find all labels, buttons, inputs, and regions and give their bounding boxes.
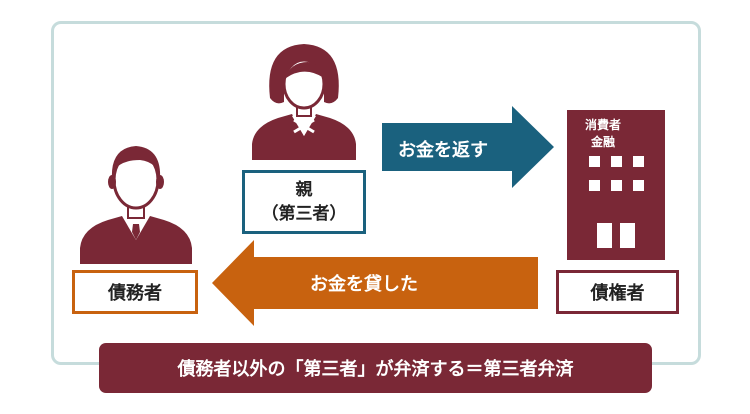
parent-label-line2: （第三者） (261, 204, 347, 224)
lend-arrow-label: お金を貸した (310, 274, 418, 295)
building-label-line1: 消費者 (584, 118, 621, 132)
building-window (611, 180, 622, 191)
male-person-icon (80, 146, 192, 264)
building-window (633, 180, 644, 191)
building-window (633, 156, 644, 167)
building-label: 消費者 金融 (567, 117, 639, 151)
repay-arrow-label: お金を返す (398, 140, 488, 161)
repay-arrow (382, 106, 554, 188)
creditor-label: 債権者 (556, 270, 679, 314)
lend-arrow (212, 240, 538, 326)
building-icon: 消費者 金融 (567, 110, 665, 260)
building-door (620, 223, 635, 248)
summary-banner: 債務者以外の「第三者」が弁済する＝第三者弁済 (99, 343, 652, 393)
building-door (597, 223, 612, 248)
debtor-label: 債務者 (72, 270, 198, 314)
building-window (589, 180, 600, 191)
building-window (589, 156, 600, 167)
parent-label-line1: 親 (295, 180, 313, 200)
building-label-line2: 金融 (590, 135, 615, 149)
parent-label: 親 （第三者） (242, 170, 366, 234)
female-person-icon (252, 44, 356, 160)
building-window (611, 156, 622, 167)
